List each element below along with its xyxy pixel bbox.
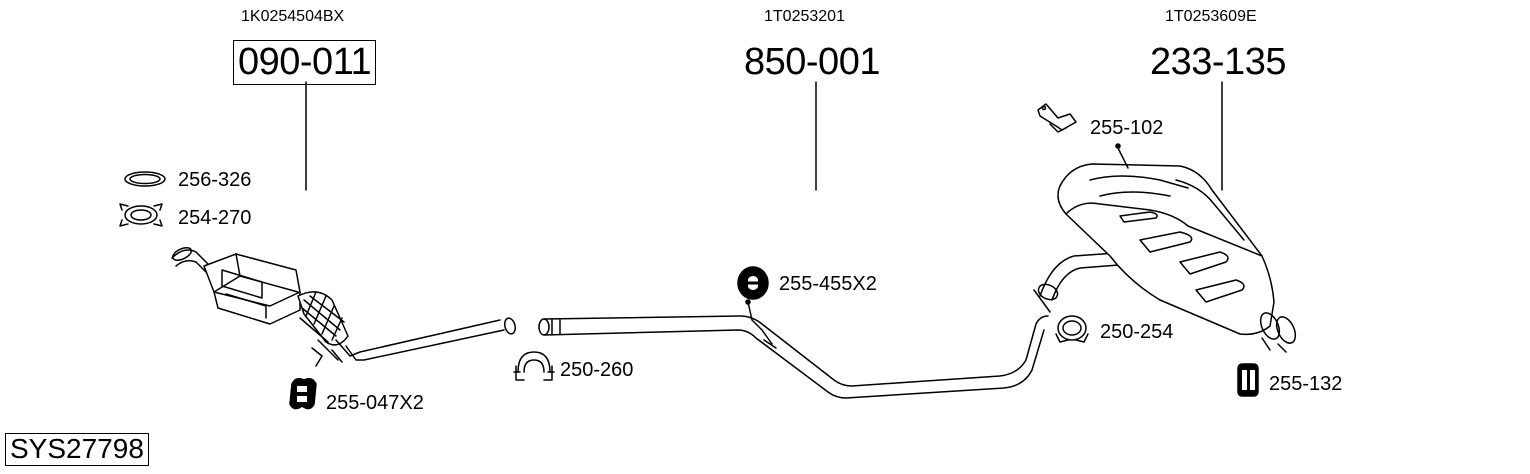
oem-number-catalyst: 1K0254504BX	[241, 8, 345, 25]
label-hanger-front: 255-047X2	[326, 392, 424, 414]
catalyst-assembly	[171, 247, 517, 367]
label-clamp-rear: 250-254	[1100, 321, 1174, 343]
hanger-rear-icon	[1237, 363, 1259, 397]
hanger-front-icon	[289, 377, 317, 410]
label-bracket-rear: 255-102	[1090, 117, 1164, 139]
label-hanger-rear: 255-132	[1269, 373, 1343, 395]
system-id-label: SYS27798	[5, 433, 149, 466]
part-number-rear-muffler: 233-135	[1150, 41, 1286, 83]
label-clamp-mid: 250-260	[560, 359, 634, 381]
label-gasket: 256-326	[178, 169, 252, 191]
oem-number-rear-muffler: 1T0253609E	[1165, 8, 1257, 25]
clamp-mid-icon	[513, 351, 555, 381]
part-number-center-pipe: 850-001	[744, 41, 880, 83]
bracket-rear-icon	[1037, 103, 1077, 133]
label-clamp-front: 254-270	[178, 207, 252, 229]
clamp-rear-icon	[1055, 315, 1089, 343]
hanger-mid-icon	[737, 266, 769, 300]
oem-number-center-pipe: 1T0253201	[764, 8, 845, 25]
rear-muffler	[1033, 143, 1297, 353]
center-pipe	[538, 299, 1049, 399]
gasket-icon	[124, 171, 166, 187]
label-hanger-mid: 255-455X2	[779, 273, 877, 295]
clamp-front-icon	[119, 203, 163, 227]
part-number-catalyst: 090-011	[233, 40, 377, 85]
